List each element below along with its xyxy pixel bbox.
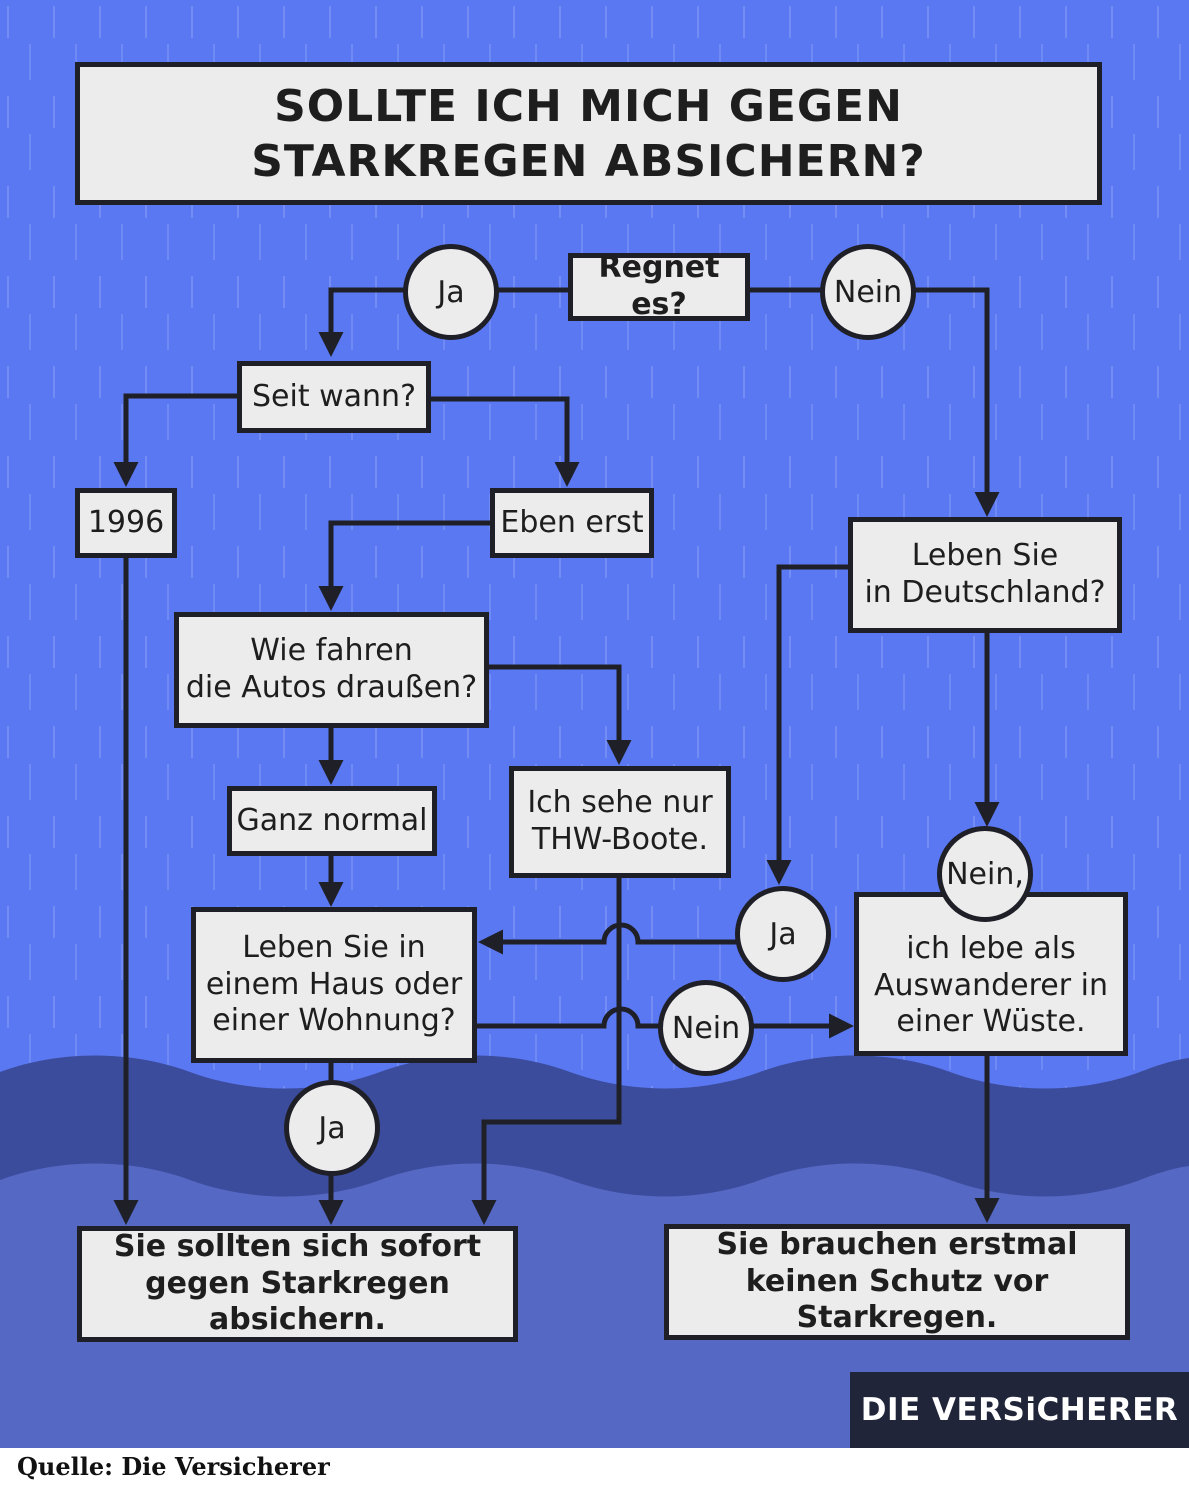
source-caption: Quelle: Die Versicherer	[17, 1452, 330, 1481]
answer-yes-germany: Ja	[735, 886, 831, 982]
result-no-need: Sie brauchen erstmal keinen Schutz vor S…	[664, 1224, 1130, 1340]
node-since-when: Seit wann?	[237, 361, 431, 433]
answer-no-rain: Nein	[820, 244, 916, 340]
brand-logo: DIE VERSiCHERER	[850, 1372, 1189, 1448]
answer-yes-house: Ja	[284, 1080, 380, 1176]
node-cars-boats: Ich sehe nur THW-Boote.	[509, 766, 731, 878]
page-title: SOLLTE ICH MICH GEGEN STARKREGEN ABSICHE…	[75, 62, 1102, 205]
node-just-now: Eben erst	[490, 488, 654, 558]
answer-yes-rain: Ja	[403, 244, 499, 340]
flowchart-canvas	[0, 0, 1189, 1448]
node-cars-question: Wie fahren die Autos draußen?	[174, 612, 489, 728]
node-1996: 1996	[75, 488, 177, 558]
flowchart-poster: SOLLTE ICH MICH GEGEN STARKREGEN ABSICHE…	[0, 0, 1189, 1448]
connector-lines	[113, 287, 1000, 1225]
node-live-germany: Leben Sie in Deutschland?	[848, 517, 1122, 633]
node-cars-normal: Ganz normal	[227, 786, 437, 856]
result-insure: Sie sollten sich sofort gegen Starkregen…	[77, 1226, 518, 1342]
node-house-or-flat: Leben Sie in einem Haus oder einer Wohnu…	[191, 907, 477, 1063]
answer-no-germany: Nein,	[937, 826, 1033, 922]
answer-no-house: Nein	[658, 980, 754, 1076]
node-start-question: Regnet es?	[568, 250, 750, 322]
